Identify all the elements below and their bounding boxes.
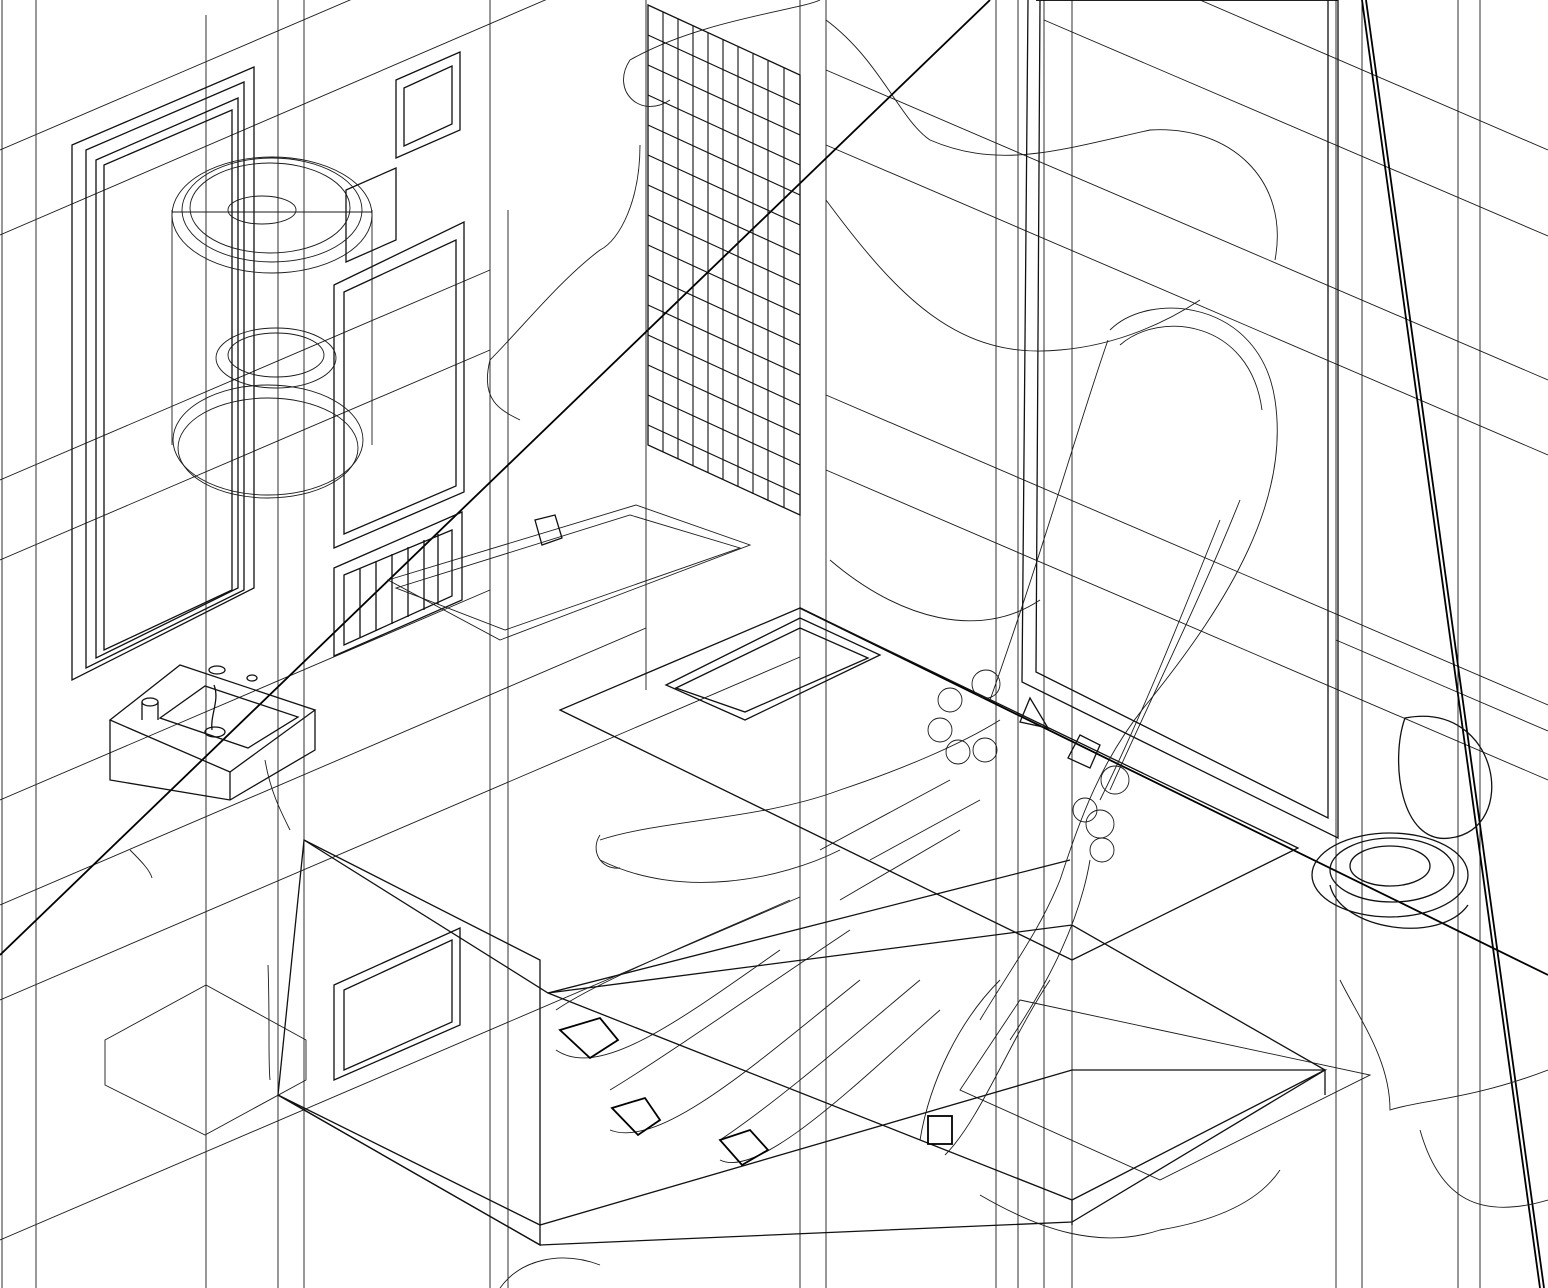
wall-vent-square [395, 51, 461, 159]
diagonal-guide-lines [0, 0, 1548, 1241]
lower-left-block [104, 984, 307, 1136]
vertical-guide-lines [1, 0, 1481, 1288]
floor-platform-left [277, 838, 1328, 1247]
doorway [1021, 0, 1339, 840]
bubbles [927, 669, 1130, 863]
wall-panel-right [333, 220, 465, 549]
giant-hand-sketch [555, 307, 1278, 1163]
right-floor-mat [959, 999, 1372, 1181]
cylinder-object [171, 156, 373, 499]
wall-shelf [386, 504, 752, 641]
fingernails [558, 1016, 953, 1167]
floor-platform-right [547, 607, 1327, 1225]
wall-panel-left [71, 66, 255, 682]
sink [108, 664, 317, 801]
tiled-column [647, 3, 801, 517]
wall-vent-small [345, 167, 397, 263]
small-tokens [534, 514, 1101, 769]
toilet [1311, 715, 1493, 929]
wavy-outlines [129, 0, 1548, 1288]
lower-wall-box [333, 926, 461, 1081]
grille-vent [333, 511, 463, 657]
